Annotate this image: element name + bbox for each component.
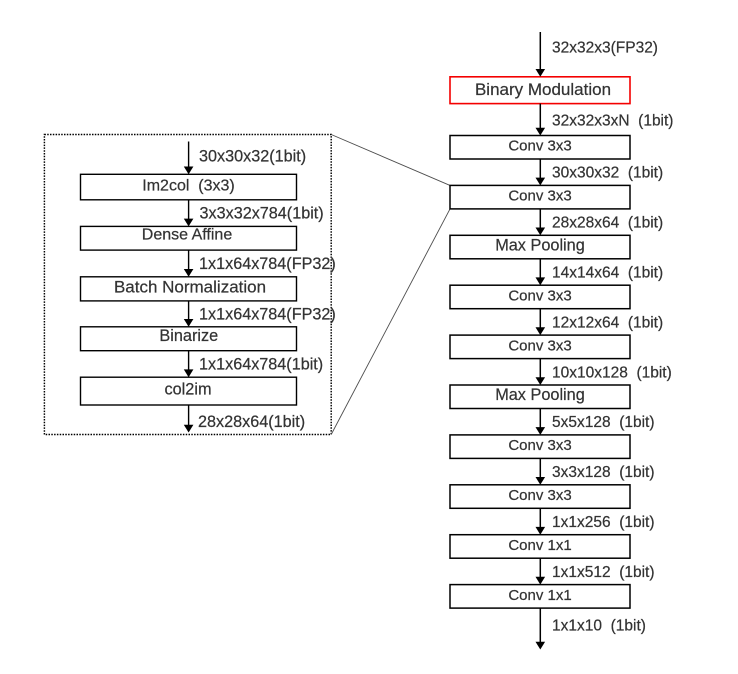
svg-text:Conv 1x1: Conv 1x1 [508, 537, 571, 554]
svg-text:1x1x64x784(1bit): 1x1x64x784(1bit) [199, 355, 323, 373]
svg-text:Batch Normalization: Batch Normalization [114, 277, 266, 296]
svg-text:5x5x128 (1bit): 5x5x128 (1bit) [552, 414, 655, 431]
svg-text:Dense Affine: Dense Affine [142, 227, 233, 244]
svg-text:Conv 3x3: Conv 3x3 [508, 487, 571, 504]
svg-text:3x3x128 (1bit): 3x3x128 (1bit) [552, 464, 655, 481]
svg-text:Binarize: Binarize [159, 327, 218, 345]
svg-text:Conv 3x3: Conv 3x3 [508, 188, 571, 205]
svg-text:Max Pooling: Max Pooling [495, 237, 585, 255]
svg-text:1x1x10 (1bit): 1x1x10 (1bit) [552, 618, 646, 635]
svg-text:Im2col (3x3): Im2col (3x3) [142, 178, 234, 195]
svg-text:Conv 3x3: Conv 3x3 [508, 437, 571, 454]
svg-text:30x30x32(1bit): 30x30x32(1bit) [199, 148, 306, 166]
svg-text:1x1x256 (1bit): 1x1x256 (1bit) [552, 514, 655, 531]
svg-text:Conv 3x3: Conv 3x3 [508, 138, 571, 155]
svg-text:1x1x64x784(FP32): 1x1x64x784(FP32) [199, 255, 336, 273]
svg-text:3x3x32x784(1bit): 3x3x32x784(1bit) [200, 205, 324, 223]
svg-text:28x28x64 (1bit): 28x28x64 (1bit) [552, 215, 663, 232]
svg-text:14x14x64 (1bit): 14x14x64 (1bit) [552, 265, 663, 282]
svg-text:col2im: col2im [164, 380, 211, 398]
svg-text:32x32x3xN (1bit): 32x32x3xN (1bit) [552, 112, 673, 129]
svg-text:10x10x128 (1bit): 10x10x128 (1bit) [552, 364, 672, 381]
svg-text:Max Pooling: Max Pooling [495, 386, 585, 404]
svg-text:Conv 1x1: Conv 1x1 [508, 587, 571, 604]
svg-text:1x1x512 (1bit): 1x1x512 (1bit) [552, 564, 655, 581]
svg-text:Conv 3x3: Conv 3x3 [508, 337, 571, 354]
svg-text:12x12x64 (1bit): 12x12x64 (1bit) [552, 314, 663, 331]
svg-text:1x1x64x784(FP32): 1x1x64x784(FP32) [199, 305, 336, 323]
svg-text:Binary Modulation: Binary Modulation [475, 80, 611, 99]
svg-text:32x32x3(FP32): 32x32x3(FP32) [552, 39, 658, 56]
svg-text:30x30x32 (1bit): 30x30x32 (1bit) [552, 165, 663, 182]
svg-text:Conv 3x3: Conv 3x3 [508, 287, 571, 304]
svg-text:28x28x64(1bit): 28x28x64(1bit) [198, 413, 305, 431]
